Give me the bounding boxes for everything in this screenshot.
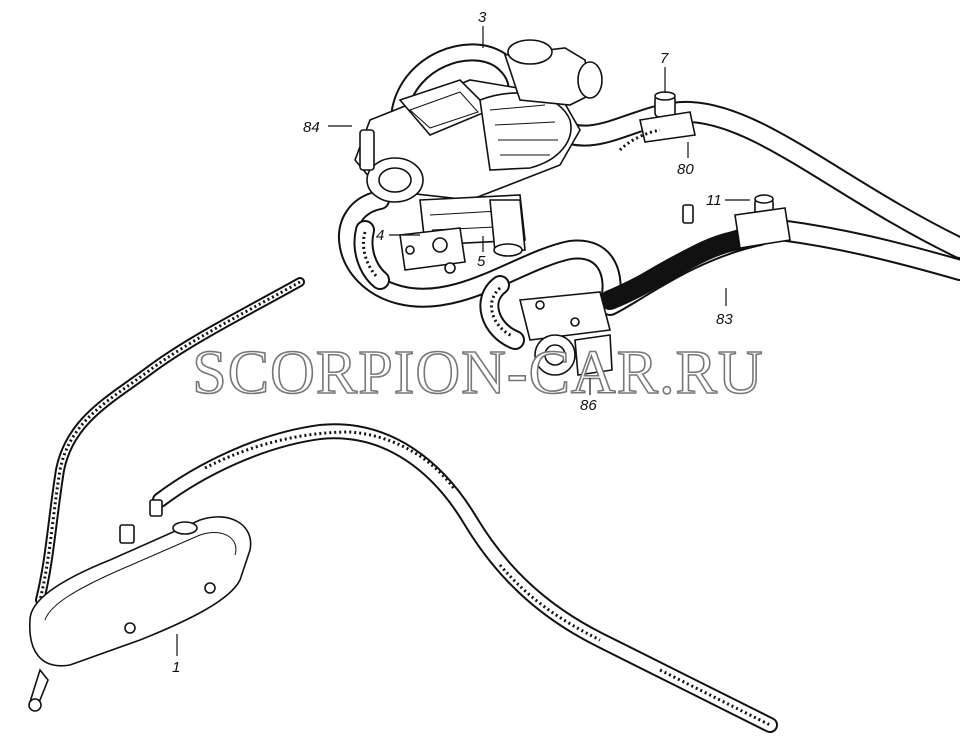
valve-11 (682, 194, 791, 249)
circulation-pump (479, 275, 613, 376)
callout-86: 86 (580, 378, 597, 414)
heater-unit (354, 79, 581, 246)
callout-7-label: 7 (660, 50, 669, 67)
callout-1: 1 (172, 634, 180, 676)
callout-7: 7 (660, 50, 669, 93)
lower-loop-hose (338, 190, 622, 310)
corrugated-hose-left (353, 220, 390, 290)
long-corrugated-hose-left (35, 277, 305, 605)
callout-4-label: 4 (376, 227, 384, 244)
callout-3-label: 3 (478, 9, 487, 26)
callout-80-label: 80 (677, 161, 694, 178)
mounting-bracket (399, 227, 466, 274)
callout-84: 84 (303, 119, 352, 136)
callout-83: 83 (716, 288, 733, 328)
callout-5: 5 (477, 236, 486, 270)
callout-11-label: 11 (706, 192, 722, 209)
callout-84-label: 84 (303, 119, 320, 136)
callout-86-label: 86 (580, 397, 597, 414)
watermark-text: SCORPION-CAR.RU (192, 339, 763, 407)
callout-83-label: 83 (716, 311, 733, 328)
coolant-pipe-5 (489, 199, 526, 257)
callout-4: 4 (376, 227, 420, 244)
long-fuel-hose-right (152, 423, 778, 733)
callout-11: 11 (706, 192, 750, 209)
callout-80: 80 (677, 142, 694, 178)
hose-83-lower (600, 230, 750, 310)
callout-5-label: 5 (477, 253, 486, 270)
callout-3: 3 (478, 9, 487, 48)
air-intake-pipe (503, 39, 603, 106)
corrugated-hose-80 (618, 128, 661, 152)
callout-1-label: 1 (172, 659, 180, 676)
outlet-hose-to-right (549, 100, 960, 259)
fuel-tank (28, 499, 252, 712)
inlet-hose-to-right (769, 219, 960, 281)
clamp-7 (639, 91, 696, 143)
